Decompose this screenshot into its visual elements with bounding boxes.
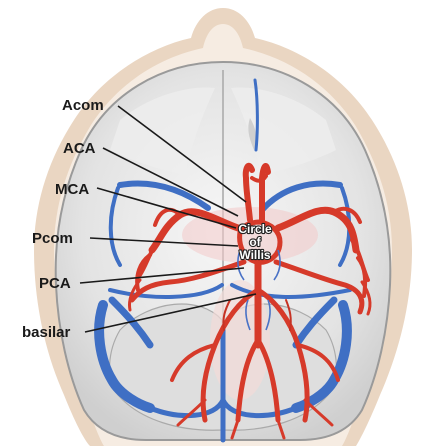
label-mca: MCA bbox=[55, 181, 89, 198]
circle-label-line2: of bbox=[249, 235, 261, 249]
label-aca: ACA bbox=[63, 140, 96, 157]
label-pcom: Pcom bbox=[32, 230, 73, 247]
label-pca: PCA bbox=[39, 275, 71, 292]
label-acom: Acom bbox=[62, 97, 104, 114]
circle-label-line1: Circle bbox=[238, 222, 272, 236]
label-basilar: basilar bbox=[22, 324, 71, 341]
circle-label-line3: Willis bbox=[239, 248, 271, 262]
